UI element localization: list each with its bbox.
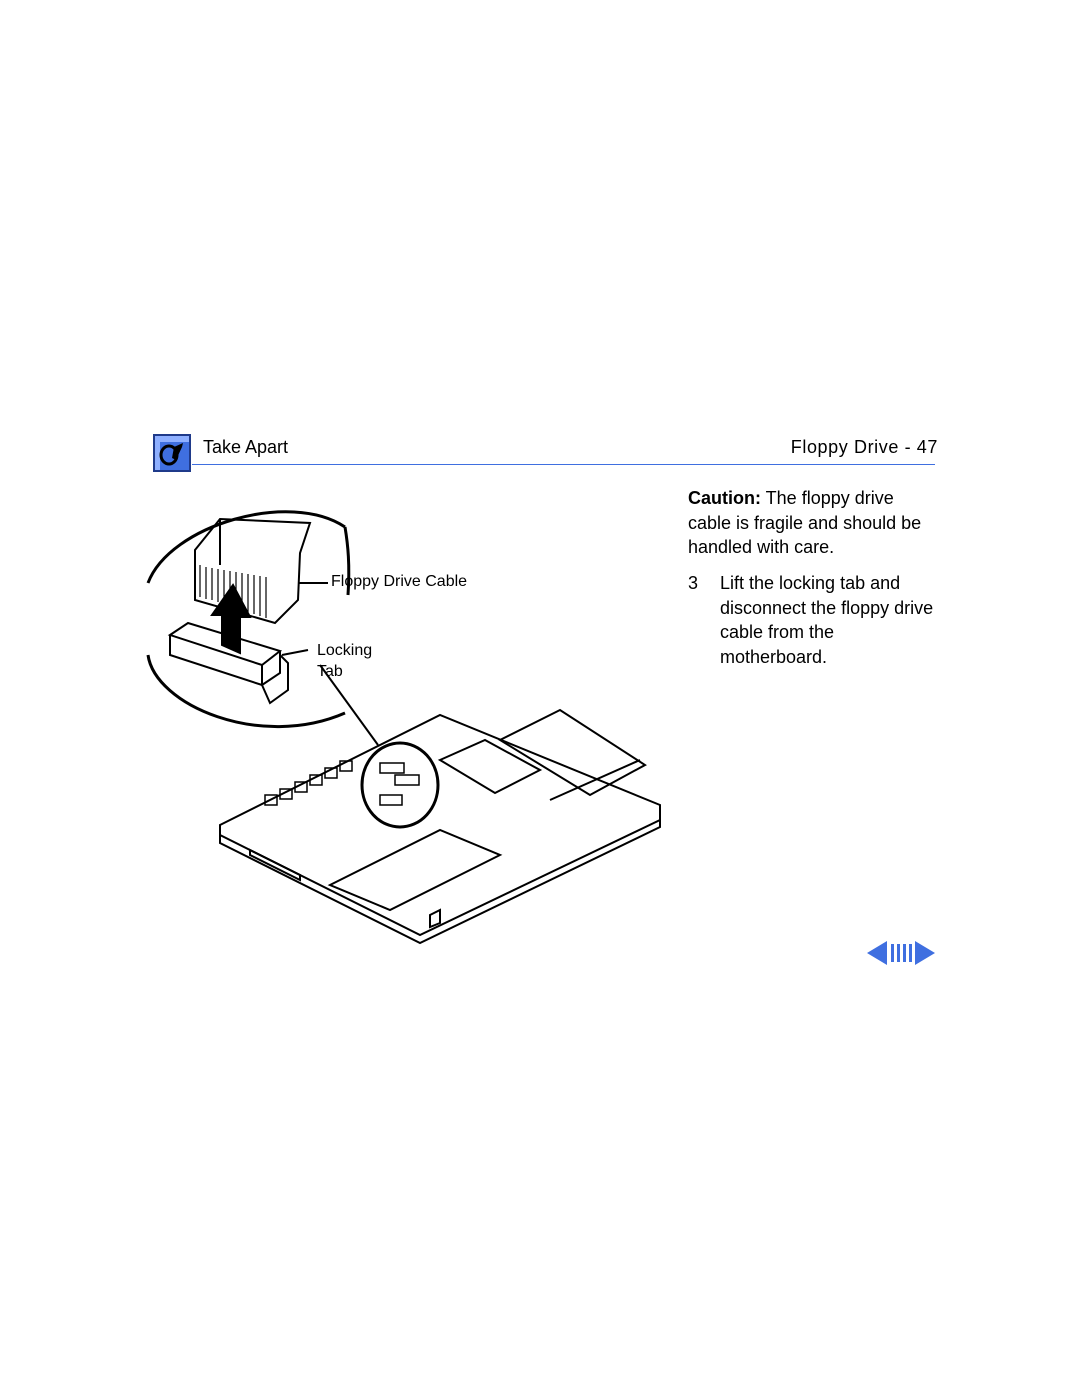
callout-locking-tab: Locking Tab [317, 640, 372, 682]
caution-note: Caution: The floppy drive cable is fragi… [688, 486, 938, 560]
callout-floppy-drive-cable: Floppy Drive Cable [331, 573, 468, 590]
callout-locking-tab-line2: Tab [317, 663, 343, 680]
step-text: Lift the locking tab and disconnect the … [720, 573, 934, 667]
prev-page-arrow-icon[interactable] [867, 941, 887, 965]
callout-locking-tab-line1: Locking [317, 642, 373, 659]
caution-label: Caution: [688, 488, 761, 508]
caution-text: The floppy drive cable is fragile and sh… [688, 488, 922, 557]
section-title: Take Apart [203, 437, 289, 457]
next-page-arrow-icon[interactable] [915, 941, 935, 965]
header-divider [192, 464, 935, 465]
page-navigation [865, 940, 937, 966]
page-title: Floppy Drive - 47 [790, 437, 938, 457]
step-number: 3 [688, 573, 699, 593]
index-bars-icon[interactable] [891, 944, 912, 962]
floppy-cable-illustration [146, 510, 661, 945]
tool-icon [152, 433, 192, 473]
